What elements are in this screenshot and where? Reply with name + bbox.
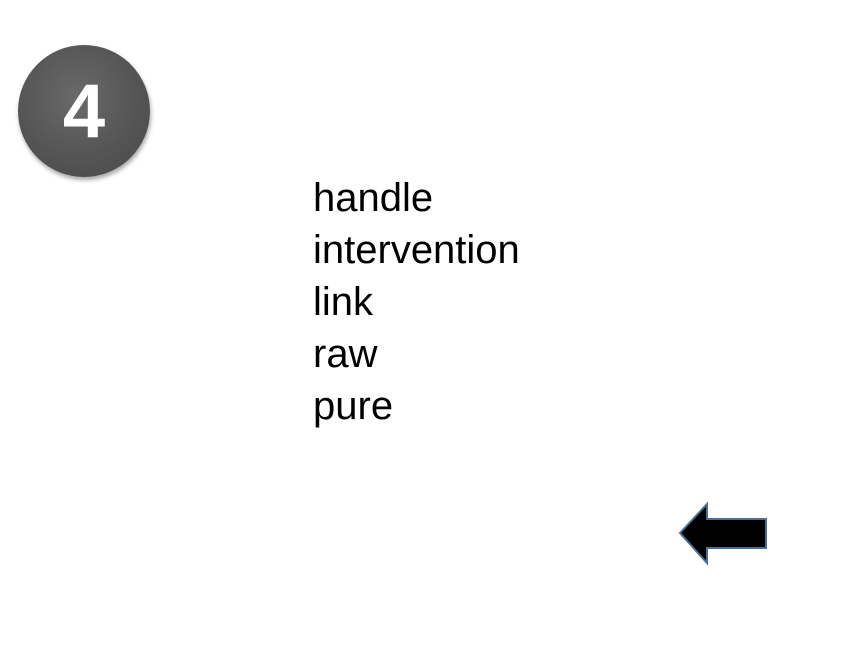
word-item: pure: [313, 384, 394, 428]
slide-number: 4: [62, 69, 106, 154]
word-item: link: [313, 280, 374, 324]
word-item: handle: [313, 176, 434, 220]
slide-number-badge: 4: [18, 45, 150, 177]
word-list: handle intervention link raw pure: [313, 172, 520, 432]
word-item: raw: [313, 332, 378, 376]
back-button[interactable]: [678, 501, 768, 566]
left-arrow-icon: [678, 501, 767, 566]
word-item: intervention: [313, 228, 520, 272]
